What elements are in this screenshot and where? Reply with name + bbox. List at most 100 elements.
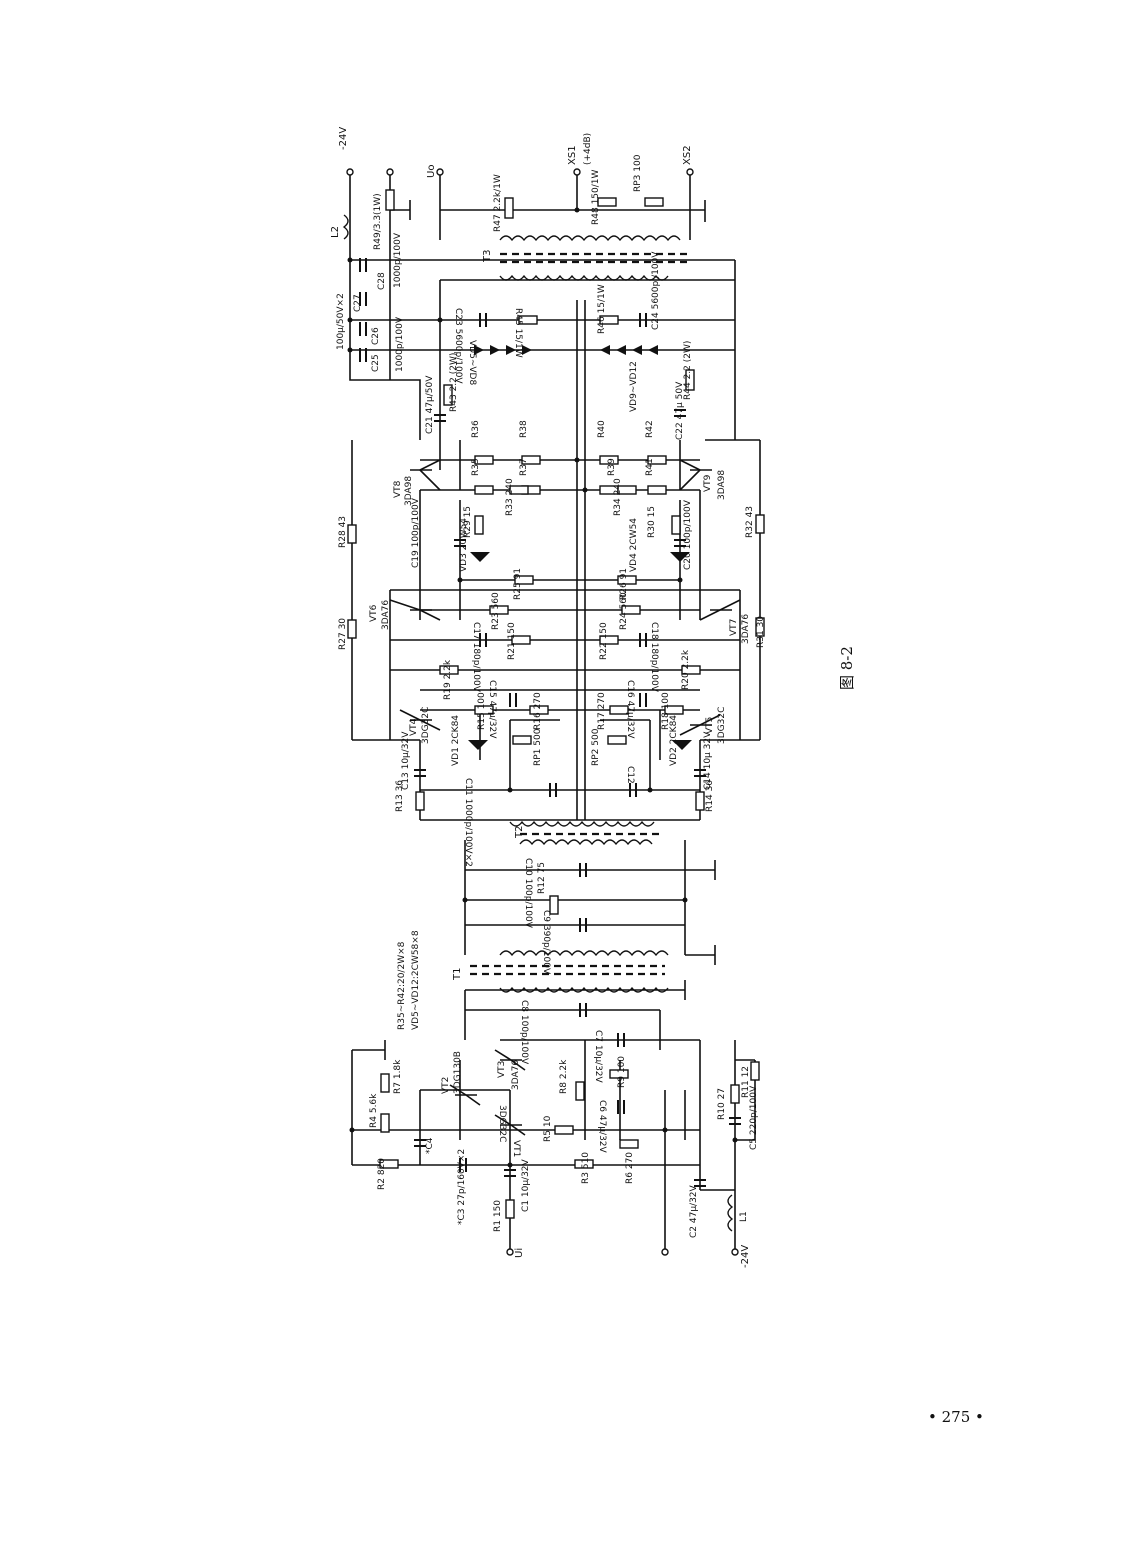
label-r16: R16 270 — [533, 692, 543, 730]
label-vt7: VT7 — [729, 619, 739, 636]
label-r8: R8 2.2k — [559, 1059, 569, 1094]
label-r45: R45 15/1W — [513, 308, 523, 358]
label-r11: R11 12 — [741, 1066, 751, 1098]
semiconductors — [389, 345, 741, 1136]
label-c6: C6 47μ/32V — [597, 1100, 607, 1154]
label-r18: R18 100 — [661, 692, 671, 730]
label-c23: C23 5600p/100V — [453, 308, 463, 384]
label-r29: R29 15 — [463, 506, 473, 538]
label-rp3: RP3 100 — [633, 154, 643, 192]
terminal-ui: Ui — [514, 1248, 525, 1258]
label-rp1: RP1 500 — [533, 728, 543, 766]
label-c14: C14 10μ 32V — [703, 731, 713, 790]
label-c4: *C4 — [425, 1137, 435, 1154]
label-r37: R37 — [519, 458, 529, 476]
label-vt8: VT8 — [393, 480, 403, 498]
label-r46: R46 15/1W — [597, 284, 607, 334]
label-r43: R43 2.2 (2W) — [449, 353, 459, 412]
resistor-bodies — [347, 189, 765, 1219]
terminal-minus24-bottom: -24V — [740, 1245, 751, 1268]
label-vt9: VT9 — [703, 474, 713, 492]
label-vt6-type: 3DA76 — [381, 600, 391, 630]
label-r36: R36 — [471, 420, 481, 438]
terminal-xs2: XS2 — [682, 145, 693, 165]
label-r40: R40 — [597, 420, 607, 438]
label-c21: C21 47μ/50V — [425, 375, 435, 434]
label-r21: R21 150 — [507, 622, 517, 660]
label-c10: C10 100p/100V — [523, 858, 533, 929]
label-r25: R25 91 — [513, 568, 523, 600]
label-vt5-type: 3DG32C — [717, 707, 727, 744]
page-number: • 275 • — [928, 1408, 984, 1426]
label-vt1: VT1 — [511, 1140, 521, 1157]
label-c2528-note: 1000p/100V — [395, 316, 405, 372]
label-c15: C15 47μ/32V — [487, 680, 497, 739]
terminal-uo: Uo — [426, 165, 437, 178]
label-c8: C8 100p/100V — [519, 1000, 529, 1065]
label-vt8-type: 3DA98 — [404, 476, 414, 506]
label-r7: R7 1.8k — [393, 1059, 403, 1094]
label-r9: R9 100 — [617, 1056, 627, 1088]
label-r47: R47 2.2k/1W — [493, 174, 503, 232]
label-r38: R38 — [519, 420, 529, 438]
label-c3: *C3 27p/160V×2 — [457, 1149, 467, 1225]
label-vt2: VT2 — [441, 1077, 451, 1094]
label-r15: R15 100 — [477, 692, 487, 730]
label-vt9-type: 3DA98 — [717, 470, 727, 500]
terminal-xs1-note: (+4dB) — [583, 133, 593, 165]
label-r30: R30 15 — [647, 506, 657, 538]
capacitor-plates — [359, 258, 741, 1187]
label-r48: R48 150/1W — [591, 169, 601, 225]
label-vd912: VD9~VD12 — [629, 361, 639, 412]
label-r5: R5 10 — [543, 1115, 553, 1142]
label-t2: T2 — [514, 826, 525, 839]
label-c12: C12 — [625, 766, 635, 784]
label-r28: R28 43 — [338, 516, 348, 548]
label-vt3-type: 3DA76 — [511, 1060, 521, 1090]
terminal-minus24-top: -24V — [338, 127, 349, 150]
terminal-xs1: XS1 — [567, 145, 578, 165]
label-note1: R35~R42:20/2W×8 — [397, 941, 407, 1030]
label-c26: C26 — [371, 327, 381, 345]
label-l2: L2 — [330, 226, 341, 238]
label-r44: R44 2.2 (2W) — [683, 341, 693, 400]
label-c24: C24 5600p /100V — [651, 251, 661, 330]
label-r34: R34 240 — [613, 478, 623, 516]
label-c7: C7 10μ/32V — [593, 1030, 603, 1084]
label-c20: C20 100p/100V — [683, 499, 693, 570]
label-c2: C2 47μ/32V — [689, 1184, 699, 1238]
label-c19: C19 100p/100V — [411, 497, 421, 568]
label-rp2: RP2 500 — [591, 728, 601, 766]
label-r22: R22 150 — [599, 622, 609, 660]
label-vt5: VT5 — [705, 717, 715, 734]
transformer-windings — [342, 214, 734, 1232]
label-vd4: VD4 2CW54 — [629, 518, 639, 572]
label-r13: R13 36 — [395, 780, 405, 812]
label-vt7-type: 3DA76 — [741, 614, 751, 644]
label-vt2-type: 3DG130B — [453, 1051, 463, 1094]
label-c25: C25 — [371, 354, 381, 372]
label-vt1-type: 3DG32C — [497, 1105, 507, 1142]
label-r39: R39 — [607, 458, 617, 476]
label-vd1: VD1 2CK84 — [451, 715, 461, 766]
label-r31: R31 30 — [756, 616, 766, 648]
rotated-labels: -24V Uo XS1 (+4dB) XS2 L2 R49/3.3(1W) R4… — [330, 127, 856, 1268]
label-r27: R27 30 — [338, 618, 348, 650]
label-r26: R26 91 — [619, 568, 629, 600]
label-r49: R49/3.3(1W) — [373, 193, 383, 250]
label-c5: C5 220p/100V — [749, 1085, 759, 1150]
terminals-and-junctions — [346, 168, 739, 1256]
label-c1: C1 10μ/32V — [521, 1158, 531, 1212]
label-vd2: VD2 2CK84 — [669, 715, 679, 766]
label-r1: R1 150 — [493, 1200, 503, 1232]
label-l1: L1 — [739, 1211, 749, 1222]
label-vd58: VD5~VD8 — [467, 340, 477, 385]
label-r10: R10 27 — [717, 1088, 727, 1120]
label-r3: R3 510 — [581, 1152, 591, 1184]
label-r35: R35 — [471, 458, 481, 476]
label-r32: R32 43 — [745, 506, 755, 538]
label-c27: C27 — [353, 294, 363, 312]
label-r20: R20 2.2k — [681, 649, 691, 690]
label-c11: C11 1000p/100V×2 — [463, 778, 473, 867]
